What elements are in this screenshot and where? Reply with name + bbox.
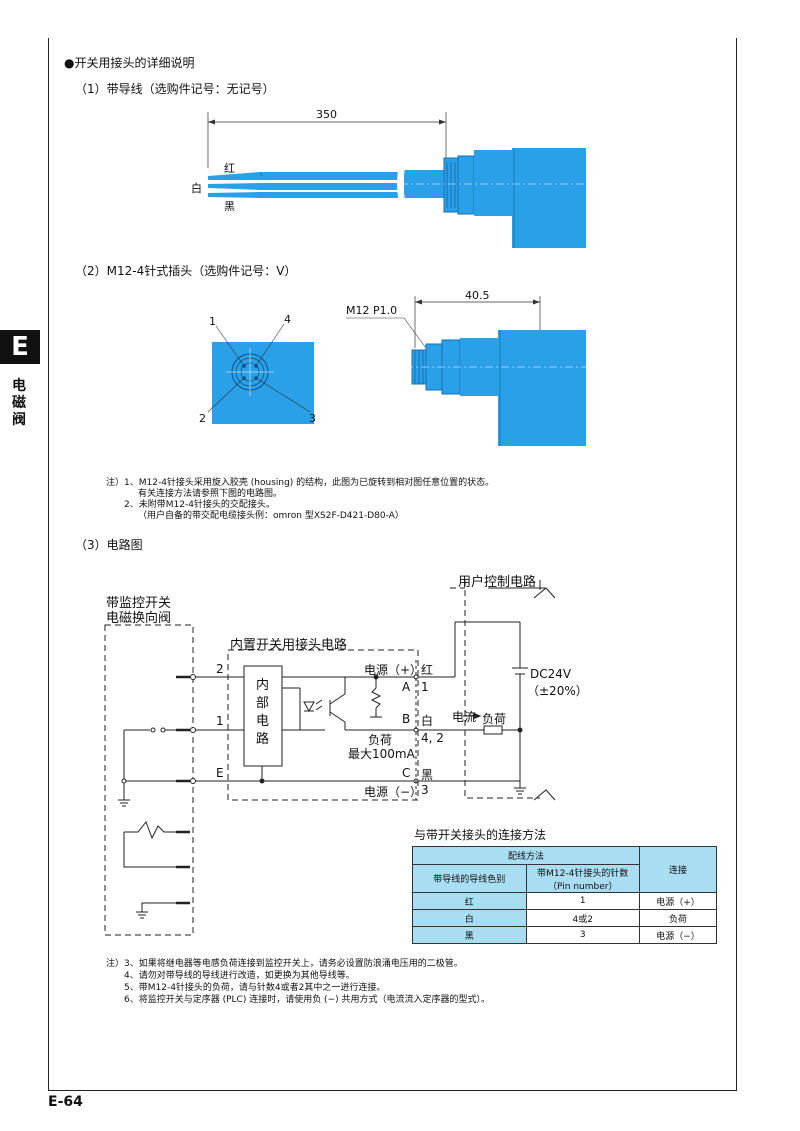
note-3: 注）3、如果将继电器等电感负荷连接到监控开关上，请务必设置防浪涌电压用的二极管。 (106, 959, 463, 969)
user-circuit-label: 用户控制电路 (458, 575, 537, 590)
dc-voltage: DC24V (530, 667, 572, 681)
connection-table: 配线方法 连接 带导线的导线色别 带M12-4针接头的针数 （Pin numbe… (412, 846, 717, 944)
row-color: 红 (412, 892, 527, 910)
note-6: 6、将监控开关与定序器 (PLC) 连接时，请使用负 (−) 共用方式（电流流入… (124, 995, 490, 1005)
row-color: 白 (412, 909, 527, 927)
th-pins-2: （Pin number） (548, 881, 618, 892)
row-pin: 1 (525, 892, 640, 910)
load-label: 负荷 (368, 733, 393, 747)
m12-side-figure (346, 296, 590, 446)
black-lbl: 黑 (421, 768, 434, 782)
pin3-label: 3 (309, 412, 316, 425)
block-char-4: 路 (256, 732, 270, 747)
th-conn: 连接 (639, 846, 717, 893)
load-max: 最大100mA (348, 747, 415, 761)
th-pins-1: 带M12-4针接头的针数 (537, 868, 629, 879)
lead-dim: 350 (316, 108, 337, 121)
pine-term: E (216, 766, 224, 780)
valve-label-1: 带监控开关 (106, 596, 172, 611)
block-char-1: 内 (256, 678, 270, 693)
m12-front-figure (207, 323, 314, 424)
note-4: 4、请勿对带导线的导线进行改造，如更换为其他导线等。 (124, 971, 355, 981)
block-char-2: 部 (256, 696, 270, 711)
note-1b: 有关连接方法请参照下图的电路图。 (138, 489, 283, 499)
term-a: A (402, 680, 411, 694)
section-title: ●开关用接头的详细说明 (64, 56, 195, 70)
conn-table-title: 与带开关接头的连接方法 (414, 828, 547, 842)
term-c: C (402, 766, 411, 780)
red-lbl: 红 (421, 663, 434, 677)
thread-spec: M12 P1.0 (346, 304, 398, 317)
lead-wire-figure (207, 112, 590, 248)
pin2-term: 2 (216, 662, 224, 676)
valve-label-2: 电磁换向阀 (106, 611, 172, 626)
block-char-3: 电 (256, 714, 270, 729)
wire-white: 白 (191, 182, 202, 195)
n1-lbl: 1 (421, 680, 429, 694)
pwr-plus: 电源（+） (364, 663, 423, 677)
white-lbl: 白 (421, 714, 434, 728)
page-number: E-64 (48, 1094, 83, 1110)
th-wiring: 配线方法 (412, 846, 640, 865)
row-pin: 3 (525, 926, 640, 944)
n3-lbl: 3 (421, 783, 429, 797)
pin1-label: 1 (209, 315, 216, 328)
row-pin: 4或2 (525, 909, 640, 927)
pin1-term: 1 (216, 714, 224, 728)
note-1: 注）1、M12-4针接头采用旋入胶壳 (housing) 的结构，此图为已旋转到… (106, 478, 495, 488)
load2-label: 负荷 (482, 712, 507, 726)
row-color: 黑 (412, 926, 527, 944)
item3-title: （3）电路图 (75, 538, 143, 552)
circuit-diagram (104, 580, 556, 936)
page-frame (48, 38, 737, 1091)
current-label: 电流 (452, 710, 477, 724)
row-conn: 电源（−） (639, 926, 717, 944)
th-color: 带导线的导线色别 (412, 864, 527, 893)
note-2: 2、未附带M12-4针接头的交配接头。 (124, 500, 275, 510)
note-2b: （用户自备的带交配电缆接头例：omron 型XS2F-D421-D80-A） (138, 511, 404, 521)
dc-tolerance: （±20%） (527, 684, 588, 698)
pin2-label: 2 (199, 412, 206, 425)
category-label: 电磁阀 (12, 378, 26, 428)
item1-title: （1）带导线（选购件记号：无记号） (75, 82, 275, 96)
note-5: 5、带M12-4针接头的负荷，请与针数4或者2其中之一进行连接。 (124, 983, 386, 993)
wire-red: 红 (224, 162, 235, 175)
th-pins: 带M12-4针接头的针数 （Pin number） (525, 864, 640, 893)
row-conn: 负荷 (639, 909, 717, 927)
m12-dim: 40.5 (465, 289, 490, 302)
term-b: B (402, 712, 411, 726)
pin4-label: 4 (284, 313, 291, 326)
pwr-minus: 电源（−） (364, 785, 423, 799)
internal-title: 内置开关用接头电路 (230, 638, 348, 653)
wire-black: 黑 (224, 200, 235, 213)
n42-lbl: 4, 2 (421, 731, 444, 745)
row-conn: 电源（+） (639, 892, 717, 910)
item2-title: （2）M12-4针式插头（选购件记号：V） (75, 264, 297, 278)
section-tab: E (0, 330, 40, 364)
